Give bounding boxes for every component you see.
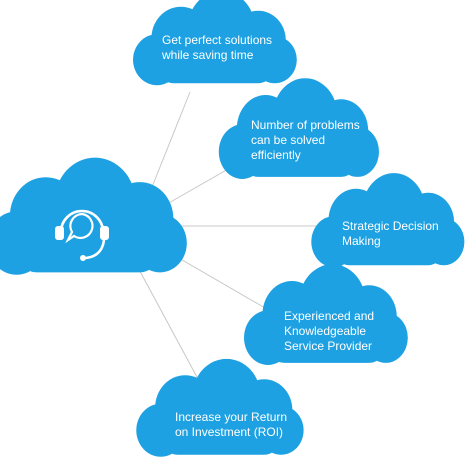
- benefit-label-4-line-3: Service Provider: [284, 339, 373, 353]
- benefit-label-3-line-2: Making: [342, 234, 381, 248]
- connector-line-5: [134, 261, 206, 393]
- connector-line-1: [149, 91, 191, 193]
- benefit-label-1-line-2: while saving time: [162, 48, 254, 62]
- benefit-label-1: Get perfect solutions while saving time: [162, 33, 272, 63]
- benefit-label-1-line-1: Get perfect solutions: [162, 33, 273, 47]
- benefit-label-4-line-1: Experienced and: [284, 309, 375, 323]
- benefit-label-4: Experienced and Knowledgeable Service Pr…: [284, 309, 374, 354]
- benefit-label-2: Number of problems can be solved efficie…: [251, 118, 360, 163]
- benefit-label-5-line-2: on Investment (ROI): [175, 425, 284, 439]
- benefit-label-5: Increase your Return on Investment (ROI): [175, 410, 287, 440]
- benefit-label-2-line-3: efficiently: [251, 148, 301, 162]
- benefit-label-3-line-1: Strategic Decision: [342, 219, 439, 233]
- benefit-label-4-line-2: Knowledgeable: [284, 324, 367, 338]
- benefit-label-5-line-1: Increase your Return: [175, 410, 288, 424]
- benefit-label-2-line-1: Number of problems: [251, 118, 360, 132]
- benefit-label-2-line-2: can be solved: [251, 133, 326, 147]
- benefit-cloud-5: [136, 358, 304, 457]
- benefit-label-3: Strategic Decision Making: [342, 219, 439, 249]
- customer-support-headset-icon: [55, 209, 109, 261]
